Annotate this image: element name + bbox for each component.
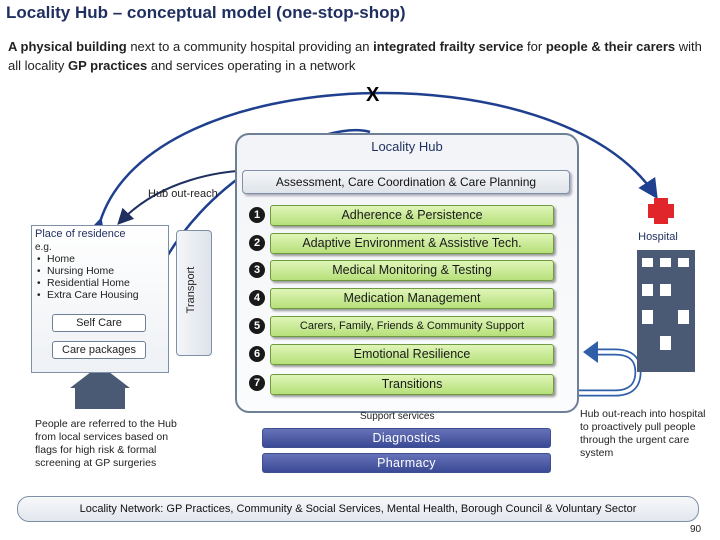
hub-item: Medical Monitoring & Testing [270,260,554,281]
item-number: 6 [249,346,265,362]
transport-label: Transport [185,266,197,314]
subtitle-part: people & their carers [545,39,676,54]
item-number: 2 [249,235,265,251]
locality-network-bar: Locality Network: GP Practices, Communit… [17,496,699,522]
bullet-icon: • [37,278,41,289]
subtitle-part: next to a community hospital providing a… [126,39,374,54]
residence-item: • Residential Home [37,277,130,289]
subtitle: A physical building next to a community … [8,37,708,75]
hub-item: Emotional Resilience [270,344,554,365]
hub-outreach-label: Hub out-reach [148,188,218,200]
residence-item-label: Home [47,253,76,265]
residence-item: • Home [37,253,75,265]
hub-item: Transitions [270,374,554,395]
hospital-building-icon [637,250,695,372]
uturn-arrowhead [583,341,598,363]
locality-hub-label: Locality Hub [371,139,443,154]
hospital-label: Hospital [638,231,678,243]
hospital-outreach-text: Hub out-reach into hospital to proactive… [580,408,706,459]
self-care-pill: Self Care [52,314,146,332]
bullet-icon: • [37,290,41,301]
hub-item: Carers, Family, Friends & Community Supp… [270,316,554,337]
bullet-icon: • [37,266,41,277]
residence-eg: e.g. [35,242,52,253]
item-number: 1 [249,207,265,223]
hospital-cross-icon [648,198,674,224]
item-number: 5 [249,318,265,334]
referral-text: People are referred to the Hub from loca… [35,418,177,469]
item-number: 4 [249,290,265,306]
residence-item-label: Residential Home [47,277,130,289]
residence-item-label: Extra Care Housing [47,289,139,301]
item-number: 3 [249,262,265,278]
subtitle-part: GP practices [67,58,148,73]
x-mark: X [366,84,380,106]
diagnostics-box: Diagnostics [262,428,551,448]
hub-item: Adaptive Environment & Assistive Tech. [270,233,554,254]
page-title: Locality Hub – conceptual model (one-sto… [6,3,406,22]
assessment-box: Assessment, Care Coordination & Care Pla… [242,170,570,194]
subtitle-part: for [523,39,546,54]
item-number: 7 [249,375,265,391]
subtitle-part: A physical building [8,39,127,54]
subtitle-part: with all locality [8,39,702,73]
hub-item: Medication Management [270,288,554,309]
arc-residence-to-hospital [85,91,658,240]
support-services-label: Support services [360,411,435,422]
hub-item: Adherence & Persistence [270,205,554,226]
residence-item-label: Nursing Home [47,265,115,277]
house-icon [70,365,130,409]
residence-item: • Extra Care Housing [37,289,139,301]
subtitle-part: and services operating in a network [147,58,356,73]
residence-item: • Nursing Home [37,265,114,277]
bullet-icon: • [37,254,41,265]
transport-box [176,230,212,356]
residence-title: Place of residence [35,228,126,240]
pharmacy-box: Pharmacy [262,453,551,473]
care-packages-pill: Care packages [52,341,146,359]
page-number: 90 [690,524,702,535]
subtitle-part: integrated frailty service [373,39,524,54]
